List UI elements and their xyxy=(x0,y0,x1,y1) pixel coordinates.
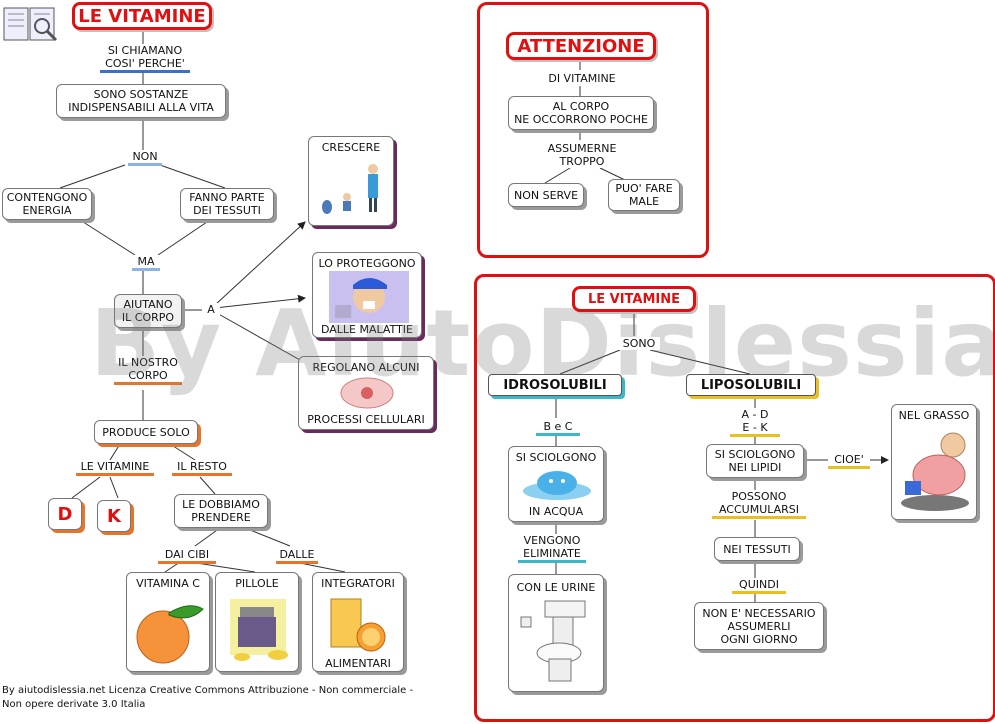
node-vitamina-c: VITAMINA C xyxy=(126,572,210,672)
vitamin-k-box: K xyxy=(97,500,131,532)
node-tessuti: FANNO PARTE DEI TESSUTI xyxy=(180,188,274,220)
overweight-person-icon xyxy=(901,432,969,511)
label-sono: SONO xyxy=(618,337,660,350)
header-liposolubili: LIPOSOLUBILI xyxy=(686,374,816,396)
node-non-necessario: NON E' NECESSARIO ASSUMERLI OGNI GIORNO xyxy=(694,602,824,650)
node-nei-tessuti: NEI TESSUTI xyxy=(714,537,800,561)
panel-attenzione xyxy=(477,2,709,258)
header-idrosolubili: IDROSOLUBILI xyxy=(488,374,622,396)
label-nostro-corpo: IL NOSTRO CORPO xyxy=(114,356,182,385)
label-le-vitamine: LE VITAMINE xyxy=(76,460,154,476)
node-grasso: NEL GRASSO xyxy=(891,404,977,520)
main-title: LE VITAMINE xyxy=(72,2,212,30)
node-non-serve: NON SERVE xyxy=(508,183,584,207)
node-integratori: INTEGRATORI ALIMENTARI xyxy=(312,572,404,672)
node-sciolgono-acqua: SI SCIOLGONO IN ACQUA xyxy=(508,446,604,522)
label-possono: POSSONO ACCUMULARSI xyxy=(712,490,806,519)
label-quindi: QUINDI xyxy=(732,578,786,594)
book-icon xyxy=(2,2,60,44)
node-crescere: CRESCERE xyxy=(308,136,394,226)
children-growing-icon xyxy=(322,164,378,214)
vitamin-d-box: D xyxy=(48,498,82,530)
sick-person-icon xyxy=(329,271,409,323)
label-cioe: CIOE' xyxy=(828,453,870,469)
water-drop-icon xyxy=(523,471,591,500)
label-adek: A - D E - K xyxy=(730,408,780,437)
cell-icon xyxy=(340,377,394,409)
label-assumerne: ASSUMERNE TROPPO xyxy=(544,142,620,168)
node-aiutano: AIUTANO IL CORPO xyxy=(114,294,182,328)
panel-tipi xyxy=(474,274,995,722)
label-non: NON xyxy=(128,150,162,166)
node-regolano: REGOLANO ALCUNI PROCESSI CELLULARI xyxy=(298,356,434,430)
node-pillole: PILLOLE xyxy=(215,572,299,672)
label-dai-cibi: DAI CIBI xyxy=(158,548,216,564)
node-sostanze: SONO SOSTANZE INDISPENSABILI ALLA VITA xyxy=(56,84,226,118)
juice-glass-icon xyxy=(330,598,386,652)
label-il-resto: IL RESTO xyxy=(172,460,232,476)
node-produce: PRODUCE SOLO xyxy=(94,420,198,444)
label-di-vitamine: DI VITAMINE xyxy=(542,72,622,85)
pill-bottle-icon xyxy=(230,599,288,661)
node-al-corpo: AL CORPO NE OCCORRONO POCHE xyxy=(508,96,654,130)
node-puo-fare: PUO' FARE MALE xyxy=(608,179,680,211)
node-energia: CONTENGONO ENERGIA xyxy=(2,188,92,220)
attenzione-title: ATTENZIONE xyxy=(506,32,656,60)
tipi-title: LE VITAMINE xyxy=(572,286,696,312)
label-a: A xyxy=(202,303,220,316)
node-urine: CON LE URINE xyxy=(508,574,604,692)
toilet-icon xyxy=(520,600,586,682)
license-footer: By aiutodislessia.net Licenza Creative C… xyxy=(2,685,414,710)
label-dalle: DALLE xyxy=(276,548,318,564)
label-ma: MA xyxy=(132,255,160,271)
node-sciolgono-lipidi: SI SCIOLGONO NEI LIPIDI xyxy=(706,444,804,478)
node-dobbiamo: LE DOBBIAMO PRENDERE xyxy=(174,494,268,528)
node-proteggono: LO PROTEGGONO DALLE MALATTIE xyxy=(312,252,422,338)
label-vengono: VENGONO ELIMINATE xyxy=(518,534,586,563)
label-b-e-c: B e C xyxy=(536,420,580,436)
orange-fruit-icon xyxy=(136,605,204,664)
label-si-chiamano: SI CHIAMANO COSI' PERCHE' xyxy=(100,44,190,73)
